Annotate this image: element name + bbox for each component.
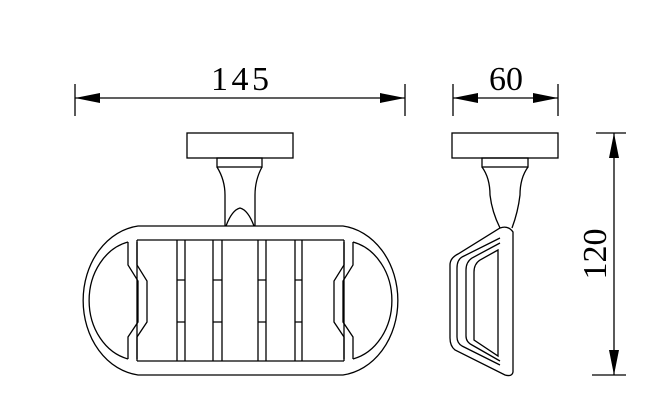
height-dimension: 120	[577, 132, 626, 376]
depth-dimension: 60	[452, 61, 559, 116]
wall-plate	[186, 132, 294, 159]
right-bracket	[333, 242, 354, 359]
arrowhead-left	[453, 93, 478, 103]
arrowhead-left	[75, 93, 100, 103]
arrowhead-bottom	[609, 350, 619, 375]
width-dimension: 145	[74, 61, 406, 116]
stem	[481, 166, 529, 229]
arrowhead-right	[533, 93, 558, 103]
collar	[216, 157, 263, 168]
arrowhead-right	[380, 93, 405, 103]
collar	[481, 157, 529, 168]
basket-profile-wire-1	[456, 237, 501, 366]
width-label: 145	[211, 61, 269, 98]
slats	[176, 240, 303, 361]
height-label: 120	[577, 229, 614, 280]
depth-label: 60	[489, 61, 523, 98]
basket-profile-wire-2	[465, 242, 501, 362]
basket-outer-rim	[82, 225, 399, 376]
stem	[216, 166, 263, 227]
basket-inner-frame	[136, 239, 345, 362]
side-view	[449, 132, 559, 377]
front-view	[82, 132, 399, 376]
wall-plate	[451, 132, 559, 159]
basket-profile-outer	[449, 226, 514, 377]
basket-profile-wire-3	[473, 248, 499, 358]
left-bracket	[127, 242, 148, 359]
arrowhead-top	[609, 133, 619, 158]
basket-inner-ellipse	[88, 241, 393, 360]
